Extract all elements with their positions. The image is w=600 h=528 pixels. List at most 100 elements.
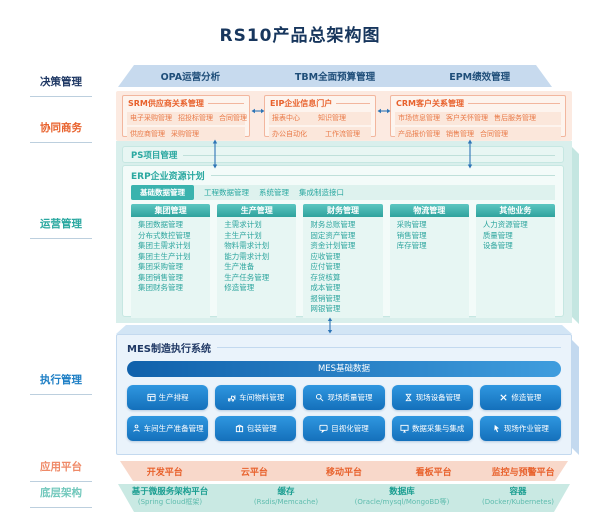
- erp-column-header: 物流管理: [389, 204, 469, 217]
- side-label-infrastructure: 底层架构: [30, 485, 92, 508]
- eip-box: EIP企业信息门户 报表中心知识管理 办公自动化工作流管理: [264, 95, 376, 140]
- side-label-decision-management: 决策管理: [30, 74, 92, 97]
- erp-module-item: 固定资产管理: [310, 230, 356, 240]
- monitor-icon: [400, 424, 409, 433]
- side-label-application-platform: 应用平台: [30, 459, 92, 482]
- srm-item: 供应商管理: [130, 129, 165, 138]
- magnifier-icon: [316, 393, 324, 402]
- mes-button-field-equipment[interactable]: 现场设备管理: [391, 385, 473, 410]
- erp-module-item: 生产任务管理: [224, 272, 270, 282]
- erp-module-item: 修造管理: [224, 283, 255, 292]
- erp-column-logistics: 物流管理 采购管理销售管理库存管理: [389, 204, 469, 318]
- eip-title: EIP企业信息门户: [270, 98, 370, 109]
- erp-module-item: 成本管理: [310, 283, 341, 292]
- erp-module-item: 集团采购管理: [138, 262, 183, 271]
- srm-item: 采购管理: [171, 129, 199, 138]
- left-right-arrow-icon: [377, 108, 391, 114]
- erp-column-production: 生产管理 主需求计划主生产计划物料需求计划能力需求计划生产准备生产任务管理修造管…: [217, 204, 297, 318]
- decision-band-item: TBM全面预算管理: [294, 72, 376, 83]
- srm-item: 电子采购管理: [130, 114, 172, 122]
- mes-button-field-quality[interactable]: 现场质量管理: [303, 385, 385, 410]
- erp-tab-engineering-data[interactable]: 工程数据管理: [204, 188, 249, 197]
- mes-button-workshop-material[interactable]: 车间物料管理: [215, 385, 297, 410]
- mes-button-field-operation[interactable]: 现场作业管理: [479, 416, 561, 441]
- left-right-arrow-icon: [251, 108, 265, 114]
- app-platform-item: 监控与预警平台: [491, 467, 555, 478]
- app-platform-item: 云平台: [240, 467, 268, 478]
- erp-column-header: 生产管理: [217, 204, 297, 217]
- erp-title: ERP企业资源计划: [131, 169, 555, 182]
- erp-module-item: 存货核算: [310, 272, 341, 282]
- infrastructure-item-detail: (Docker/Kubernetes): [482, 498, 554, 506]
- erp-module-item: 分布式数控管理: [138, 230, 191, 240]
- crm-item: 客户关怀管理: [446, 114, 488, 122]
- erp-columns: 集团管理 集团数据管理分布式数控管理集团主需求计划集团主生产计划集团采购管理集团…: [131, 204, 556, 318]
- decision-band-item: OPA运营分析: [160, 72, 221, 83]
- erp-module-item: 采购管理: [396, 220, 427, 229]
- srm-item: 合同管理: [219, 114, 247, 122]
- screen-icon: [319, 424, 328, 433]
- erp-module-item: 集团销售管理: [138, 272, 183, 282]
- infrastructure-item: 数据库 (Oracle/mysql/MongoBD等): [344, 484, 460, 512]
- erp-module-item: 销售管理: [396, 230, 427, 240]
- up-down-arrow-icon: [212, 139, 218, 169]
- crm-item: 销售管理: [446, 129, 474, 138]
- infrastructure-item-name: 容器: [509, 487, 527, 497]
- eip-item: 知识管理: [318, 114, 346, 122]
- mes-title: MES制造执行系统: [127, 340, 561, 355]
- mes-panel-top-face: [116, 325, 572, 334]
- mes-button-production-preparation[interactable]: 车间生产准备管理: [127, 416, 209, 441]
- srm-item: 招投标管理: [178, 114, 213, 122]
- mes-base-data-bar: MES基础数据: [127, 361, 561, 377]
- mes-button-data-collection[interactable]: 数据采集与集成: [391, 416, 473, 441]
- eip-item: 工作流管理: [325, 129, 360, 138]
- collaboration-section: SRM供应商关系管理 电子采购管理招投标管理合同管理 供应商管理采购管理 EIP…: [116, 91, 572, 141]
- app-platform-item: 开发平台: [146, 467, 183, 478]
- erp-module-item: 报销管理: [310, 293, 341, 303]
- erp-tab-integration-interface[interactable]: 集成制造接口: [299, 188, 344, 197]
- mes-button-grid: 生产排程 车间物料管理 现场质量管理 现场设备管理 修造管理 车间生产准备管理: [127, 385, 561, 441]
- crm-title: CRM客户关系管理: [396, 98, 560, 109]
- tools-icon: [500, 394, 508, 401]
- erp-tab-bar: 基础数据管理 工程数据管理 系统管理 集成制造接口: [131, 185, 555, 200]
- erp-module-item: 网银管理: [310, 304, 341, 313]
- erp-module-item: 设备管理: [482, 241, 513, 250]
- erp-tab-basic-data[interactable]: 基础数据管理: [131, 185, 194, 200]
- app-platform-item: 移动平台: [325, 467, 362, 478]
- infrastructure-item: 容器 (Docker/Kubernetes): [460, 484, 570, 512]
- infrastructure-item-detail: (Spring Cloud框架): [137, 498, 203, 506]
- erp-tab-system[interactable]: 系统管理: [259, 188, 289, 197]
- erp-module-item: 集团财务管理: [138, 283, 183, 292]
- infrastructure-item-detail: (Oracle/mysql/MongoBD等): [354, 498, 450, 506]
- pointer-icon: [494, 424, 499, 433]
- up-down-arrow-icon: [327, 317, 333, 334]
- schedule-icon: [147, 393, 156, 402]
- mes-button-visualization[interactable]: 目视化管理: [303, 416, 385, 441]
- crm-item: 售后服务管理: [494, 114, 536, 122]
- decision-band-item: EPM绩效管理: [449, 72, 511, 83]
- eip-item: 报表中心: [272, 114, 300, 122]
- erp-module-item: 财务总账管理: [310, 220, 356, 229]
- mes-button-packaging[interactable]: 包装管理: [215, 416, 297, 441]
- ps-title: PS项目管理: [131, 149, 555, 161]
- erp-module-item: 人力资源管理: [482, 220, 528, 229]
- infrastructure-band: 基于微服务架构平台 (Spring Cloud框架) 缓存 (Rsdis/Mem…: [118, 484, 570, 512]
- person-icon: [132, 424, 140, 432]
- mes-section: MES制造执行系统 MES基础数据 生产排程 车间物料管理 现场质量管理 现场设…: [116, 334, 572, 455]
- app-platform-item: 看板平台: [415, 467, 452, 478]
- srm-items-row: 电子采购管理招投标管理合同管理: [127, 111, 247, 125]
- crm-item: 合同管理: [480, 129, 508, 138]
- crm-items-row: 市场信息管理客户关怀管理售后服务管理: [395, 111, 561, 125]
- crm-items-row: 产品报价管理销售管理合同管理: [395, 127, 561, 140]
- mes-button-repair-management[interactable]: 修造管理: [479, 385, 561, 410]
- erp-box: ERP企业资源计划 基础数据管理 工程数据管理 系统管理 集成制造接口 集团管理…: [122, 165, 564, 318]
- mes-button-production-scheduling[interactable]: 生产排程: [127, 385, 209, 410]
- erp-module-item: 集团数据管理: [138, 220, 183, 229]
- infrastructure-item: 缓存 (Rsdis/Memcache): [228, 484, 344, 512]
- mes-panel-side-face: [572, 340, 579, 455]
- ops-panel-side-face: [572, 147, 579, 324]
- srm-items-row: 供应商管理采购管理: [127, 127, 245, 140]
- ps-project-box: PS项目管理: [122, 146, 564, 163]
- erp-module-item: 应收管理: [310, 251, 341, 261]
